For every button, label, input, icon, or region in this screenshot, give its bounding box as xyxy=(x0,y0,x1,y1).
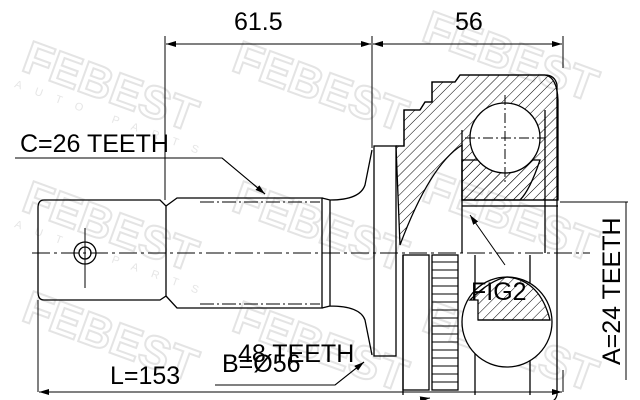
shaft-stub xyxy=(37,199,167,301)
shaft-neck xyxy=(165,197,323,309)
abs-ring xyxy=(431,254,459,391)
svg-text:FEBEST: FEBEST xyxy=(227,171,415,282)
dim-label-56: 56 xyxy=(455,8,483,36)
shaft-shoulder xyxy=(321,149,373,356)
label-shaft-teeth: C=26 TEETH xyxy=(20,130,169,158)
svg-text:FEBEST: FEBEST xyxy=(227,31,415,142)
label-seal-diameter: B=Ø56 xyxy=(222,350,301,378)
dim-label-153: L=153 xyxy=(110,362,180,390)
label-fig2: FIG2 xyxy=(471,278,527,306)
flange xyxy=(373,145,397,357)
dim-label-61-5: 61.5 xyxy=(234,8,283,36)
label-abs-teeth: 48 TEETH xyxy=(238,340,354,368)
label-inner-teeth: A=24 TEETH xyxy=(598,217,626,365)
